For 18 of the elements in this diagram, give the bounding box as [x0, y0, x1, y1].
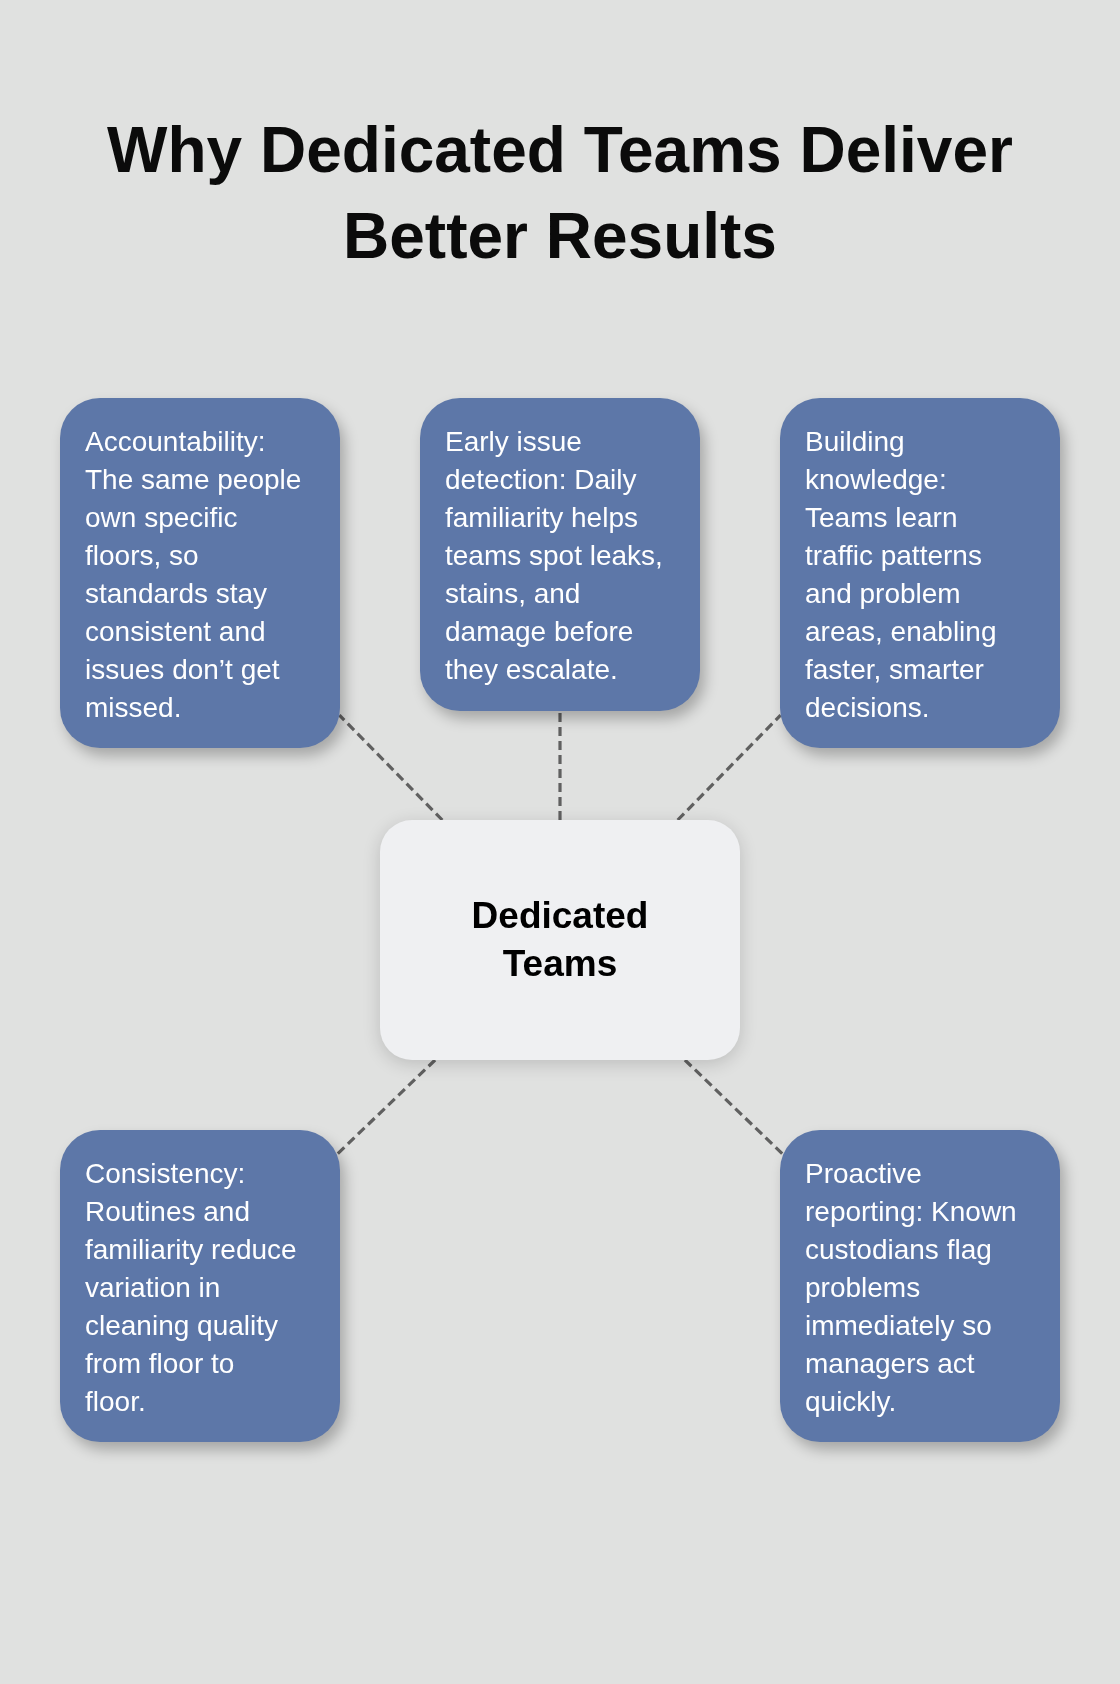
card-text: Building knowledge: Teams learn traffic patterns and problem areas, enabling faster, smarter decisions.: [805, 425, 998, 725]
connector-line: [558, 711, 562, 820]
topic-card: [60, 398, 340, 748]
card-text: Early issue detection: Daily familiarity helps teams spot leaks, stains, and damage before they escalate.: [445, 425, 664, 687]
connector-line: [338, 713, 444, 822]
topic-card: [60, 1130, 340, 1442]
connector-line: [683, 1058, 785, 1156]
topic-card: [420, 398, 700, 711]
title: Why Dedicated Teams Deliver Better Results: [106, 113, 1014, 274]
hub-card: [380, 820, 740, 1060]
connector-line: [335, 1058, 437, 1156]
hub-label: Dedicated Teams: [470, 894, 650, 986]
topic-card: [780, 1130, 1060, 1442]
topic-card: [780, 398, 1060, 748]
card-text: Accountability: The same people own specific floors, so standards stay consistent and issues don’t get missed.: [85, 425, 303, 725]
card-text: Consistency: Routines and familiarity reduce variation in cleaning quality from floor to floor.: [85, 1157, 298, 1419]
card-text: Proactive reporting: Known custodians flag problems immediately so managers act quickly.: [805, 1157, 1018, 1419]
connector-line: [676, 713, 782, 822]
